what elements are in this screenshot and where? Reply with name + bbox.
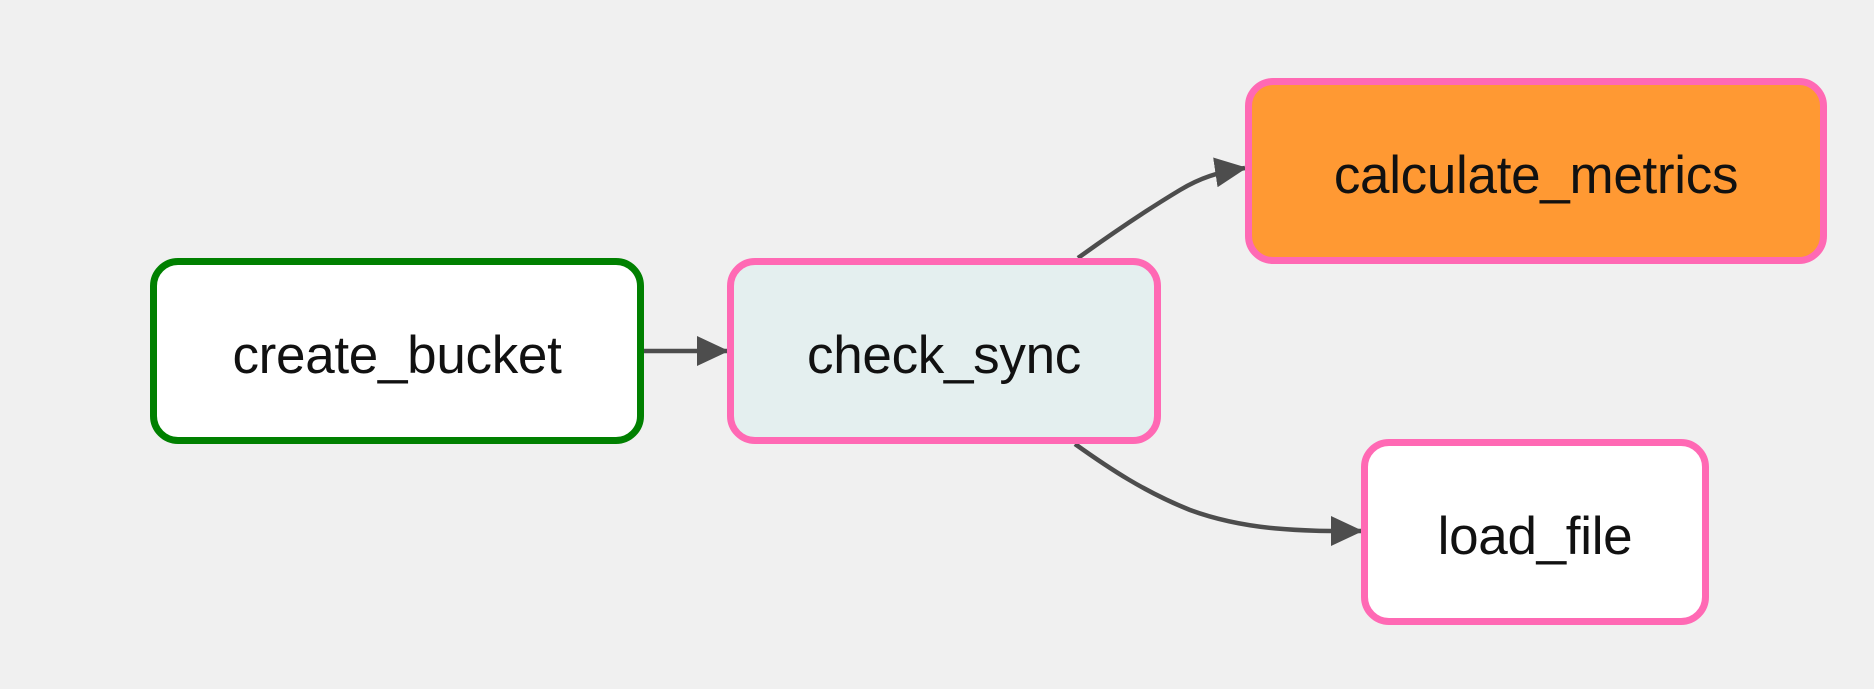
node-calculate-metrics[interactable]: calculate_metrics [1245,78,1827,264]
node-create-bucket[interactable]: create_bucket [150,258,644,444]
node-label: create_bucket [232,325,562,385]
node-check-sync[interactable]: check_sync [727,258,1161,444]
node-label: load_file [1437,506,1633,566]
edge-check-sync-to-calculate-metrics [1076,157,1247,260]
edge-check-sync-to-load-file [1073,442,1363,547]
node-load-file[interactable]: load_file [1361,439,1709,625]
node-label: calculate_metrics [1333,145,1739,205]
node-label: check_sync [807,325,1081,385]
